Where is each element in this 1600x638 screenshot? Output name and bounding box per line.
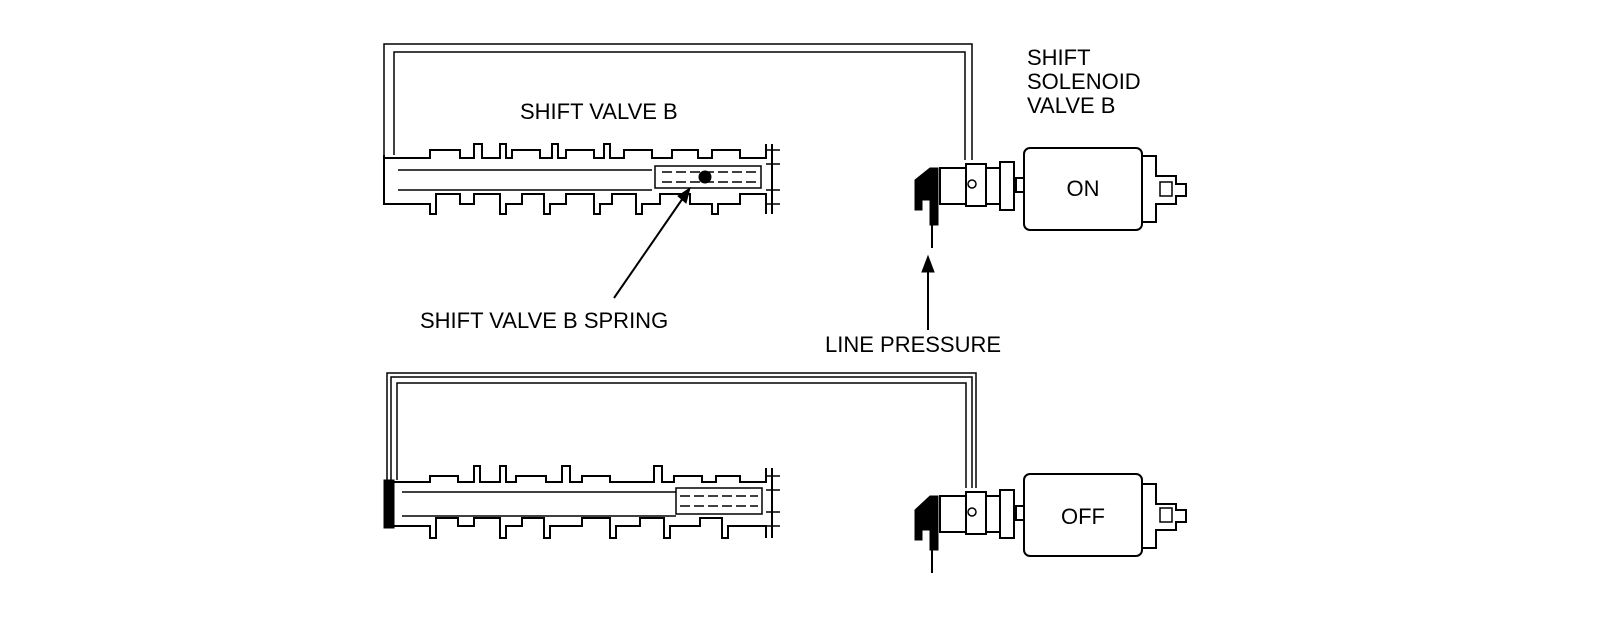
top-solenoid: ON bbox=[939, 147, 1187, 231]
bottom-valve-body bbox=[383, 465, 780, 539]
bottom-solenoid: OFF bbox=[939, 473, 1187, 557]
bottom-hydraulic-passage bbox=[386, 372, 977, 488]
line-pressure-arrow bbox=[921, 254, 935, 330]
top-assembly: ON bbox=[383, 43, 1187, 299]
shift-valve-b-label: SHIFT VALVE B bbox=[520, 99, 678, 124]
bottom-line-pressure-inlet bbox=[914, 495, 939, 573]
bottom-assembly: OFF bbox=[383, 372, 1187, 573]
solenoid-title-line1: SHIFT bbox=[1027, 45, 1091, 70]
top-valve-body bbox=[383, 143, 780, 215]
solenoid-title-line2: SOLENOID bbox=[1027, 69, 1141, 94]
solenoid-title-line3: VALVE B bbox=[1027, 93, 1115, 118]
spring-leader-arrow bbox=[613, 186, 691, 299]
top-line-pressure-inlet bbox=[914, 167, 939, 248]
solenoid-state-off: OFF bbox=[1061, 504, 1105, 529]
top-hydraulic-passage bbox=[383, 43, 973, 160]
solenoid-state-on: ON bbox=[1067, 176, 1100, 201]
line-pressure-label: LINE PRESSURE bbox=[825, 332, 1001, 357]
shift-valve-b-spring-label: SHIFT VALVE B SPRING bbox=[420, 308, 668, 333]
